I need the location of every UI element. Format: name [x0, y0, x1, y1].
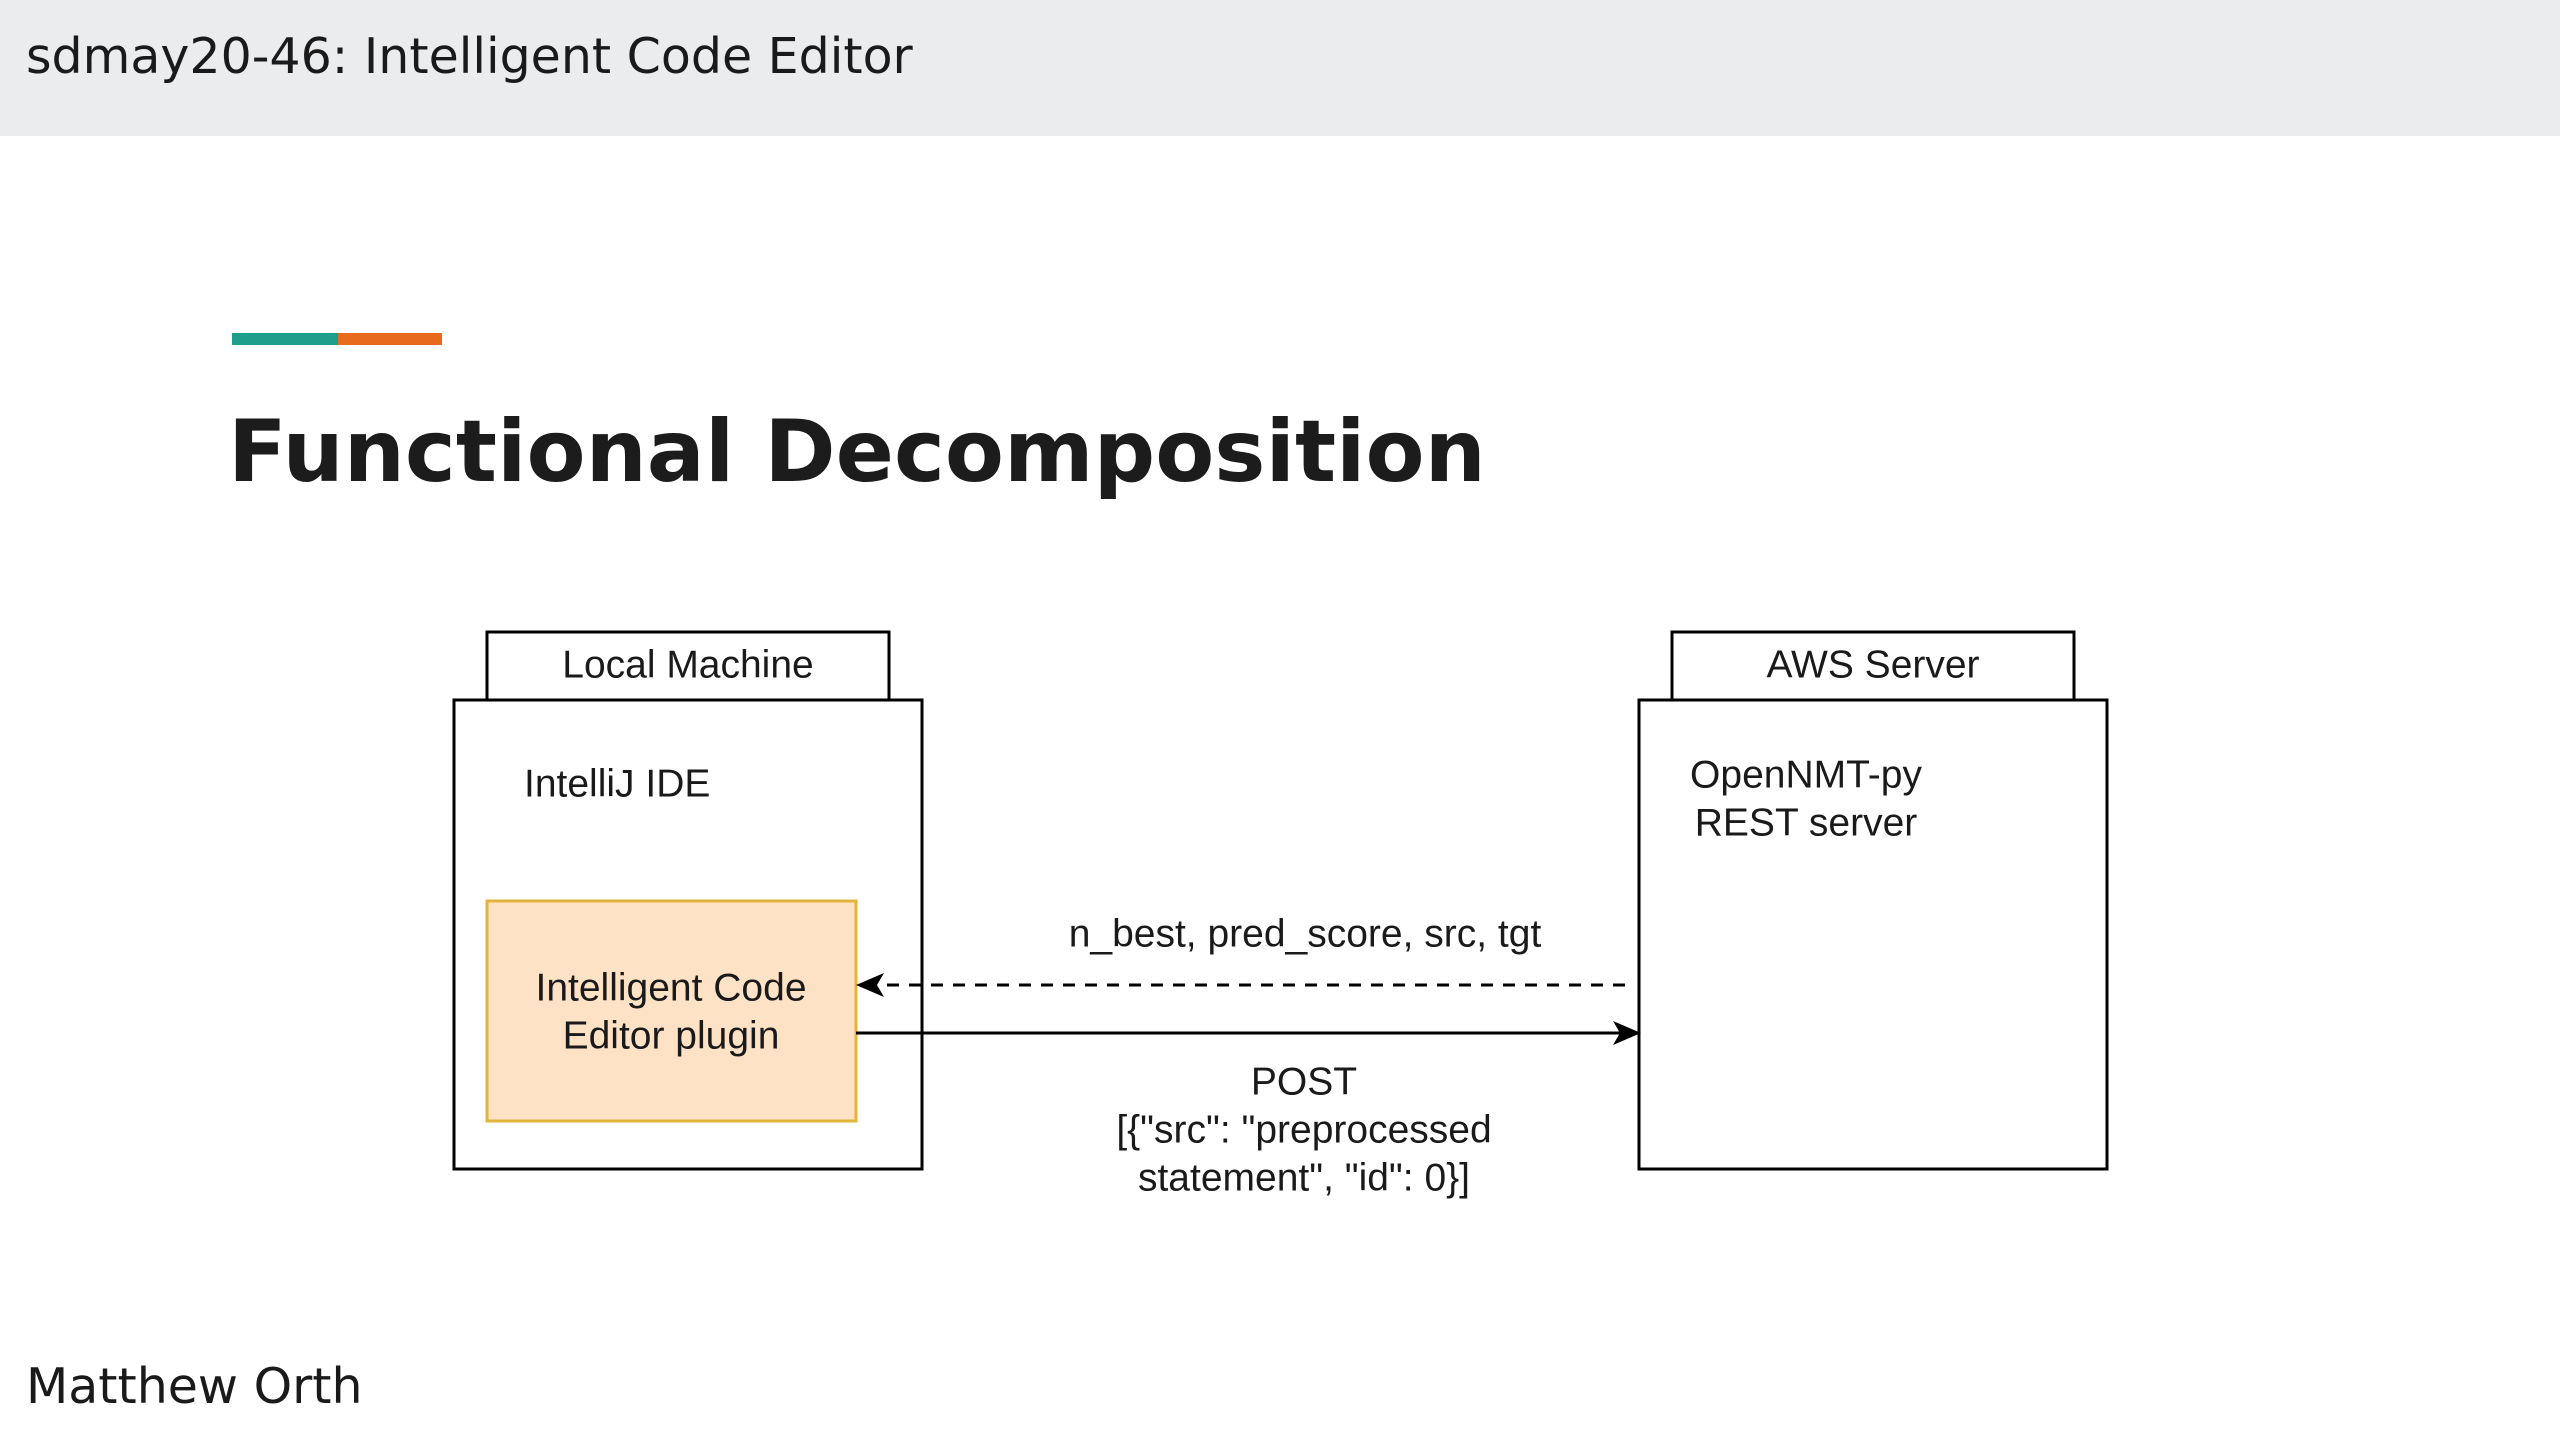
presentation-title: sdmay20-46: Intelligent Code Editor [26, 28, 913, 85]
title-accent-teal [232, 333, 338, 345]
header-banner: sdmay20-46: Intelligent Code Editor [0, 0, 2560, 136]
opennmt-label-line2: REST server [1695, 801, 1918, 844]
request-arrow: POST [{"src": "preprocessed statement", … [856, 1021, 1641, 1199]
aws-server-box [1637, 698, 2109, 1171]
opennmt-label-line1: OpenNMT-py [1690, 753, 1922, 796]
plugin-label-line2: Editor plugin [563, 1014, 780, 1057]
local-machine-node: Local Machine IntelliJ IDE Intelligent C… [452, 630, 924, 1171]
request-arrow-label-line3: statement", "id": 0}] [1138, 1156, 1470, 1199]
response-arrow: n_best, pred_score, src, tgt [856, 912, 1625, 997]
request-arrow-label-line2: [{"src": "preprocessed [1116, 1108, 1491, 1151]
intellij-ide-label: IntelliJ IDE [524, 762, 710, 805]
aws-server-label-box [1670, 630, 2076, 702]
aws-server-label: AWS Server [1766, 643, 1979, 686]
plugin-label-line1: Intelligent Code [535, 966, 806, 1009]
title-accent-orange [338, 333, 442, 345]
local-machine-label: Local Machine [562, 643, 813, 686]
plugin-box [485, 899, 858, 1123]
slide-title: Functional Decomposition [228, 402, 1486, 502]
response-arrow-label: n_best, pred_score, src, tgt [1069, 912, 1542, 955]
presenter-name: Matthew Orth [26, 1358, 363, 1415]
aws-server-node: AWS Server OpenNMT-py REST server [1637, 630, 2109, 1171]
request-arrow-label-line1: POST [1251, 1060, 1357, 1103]
